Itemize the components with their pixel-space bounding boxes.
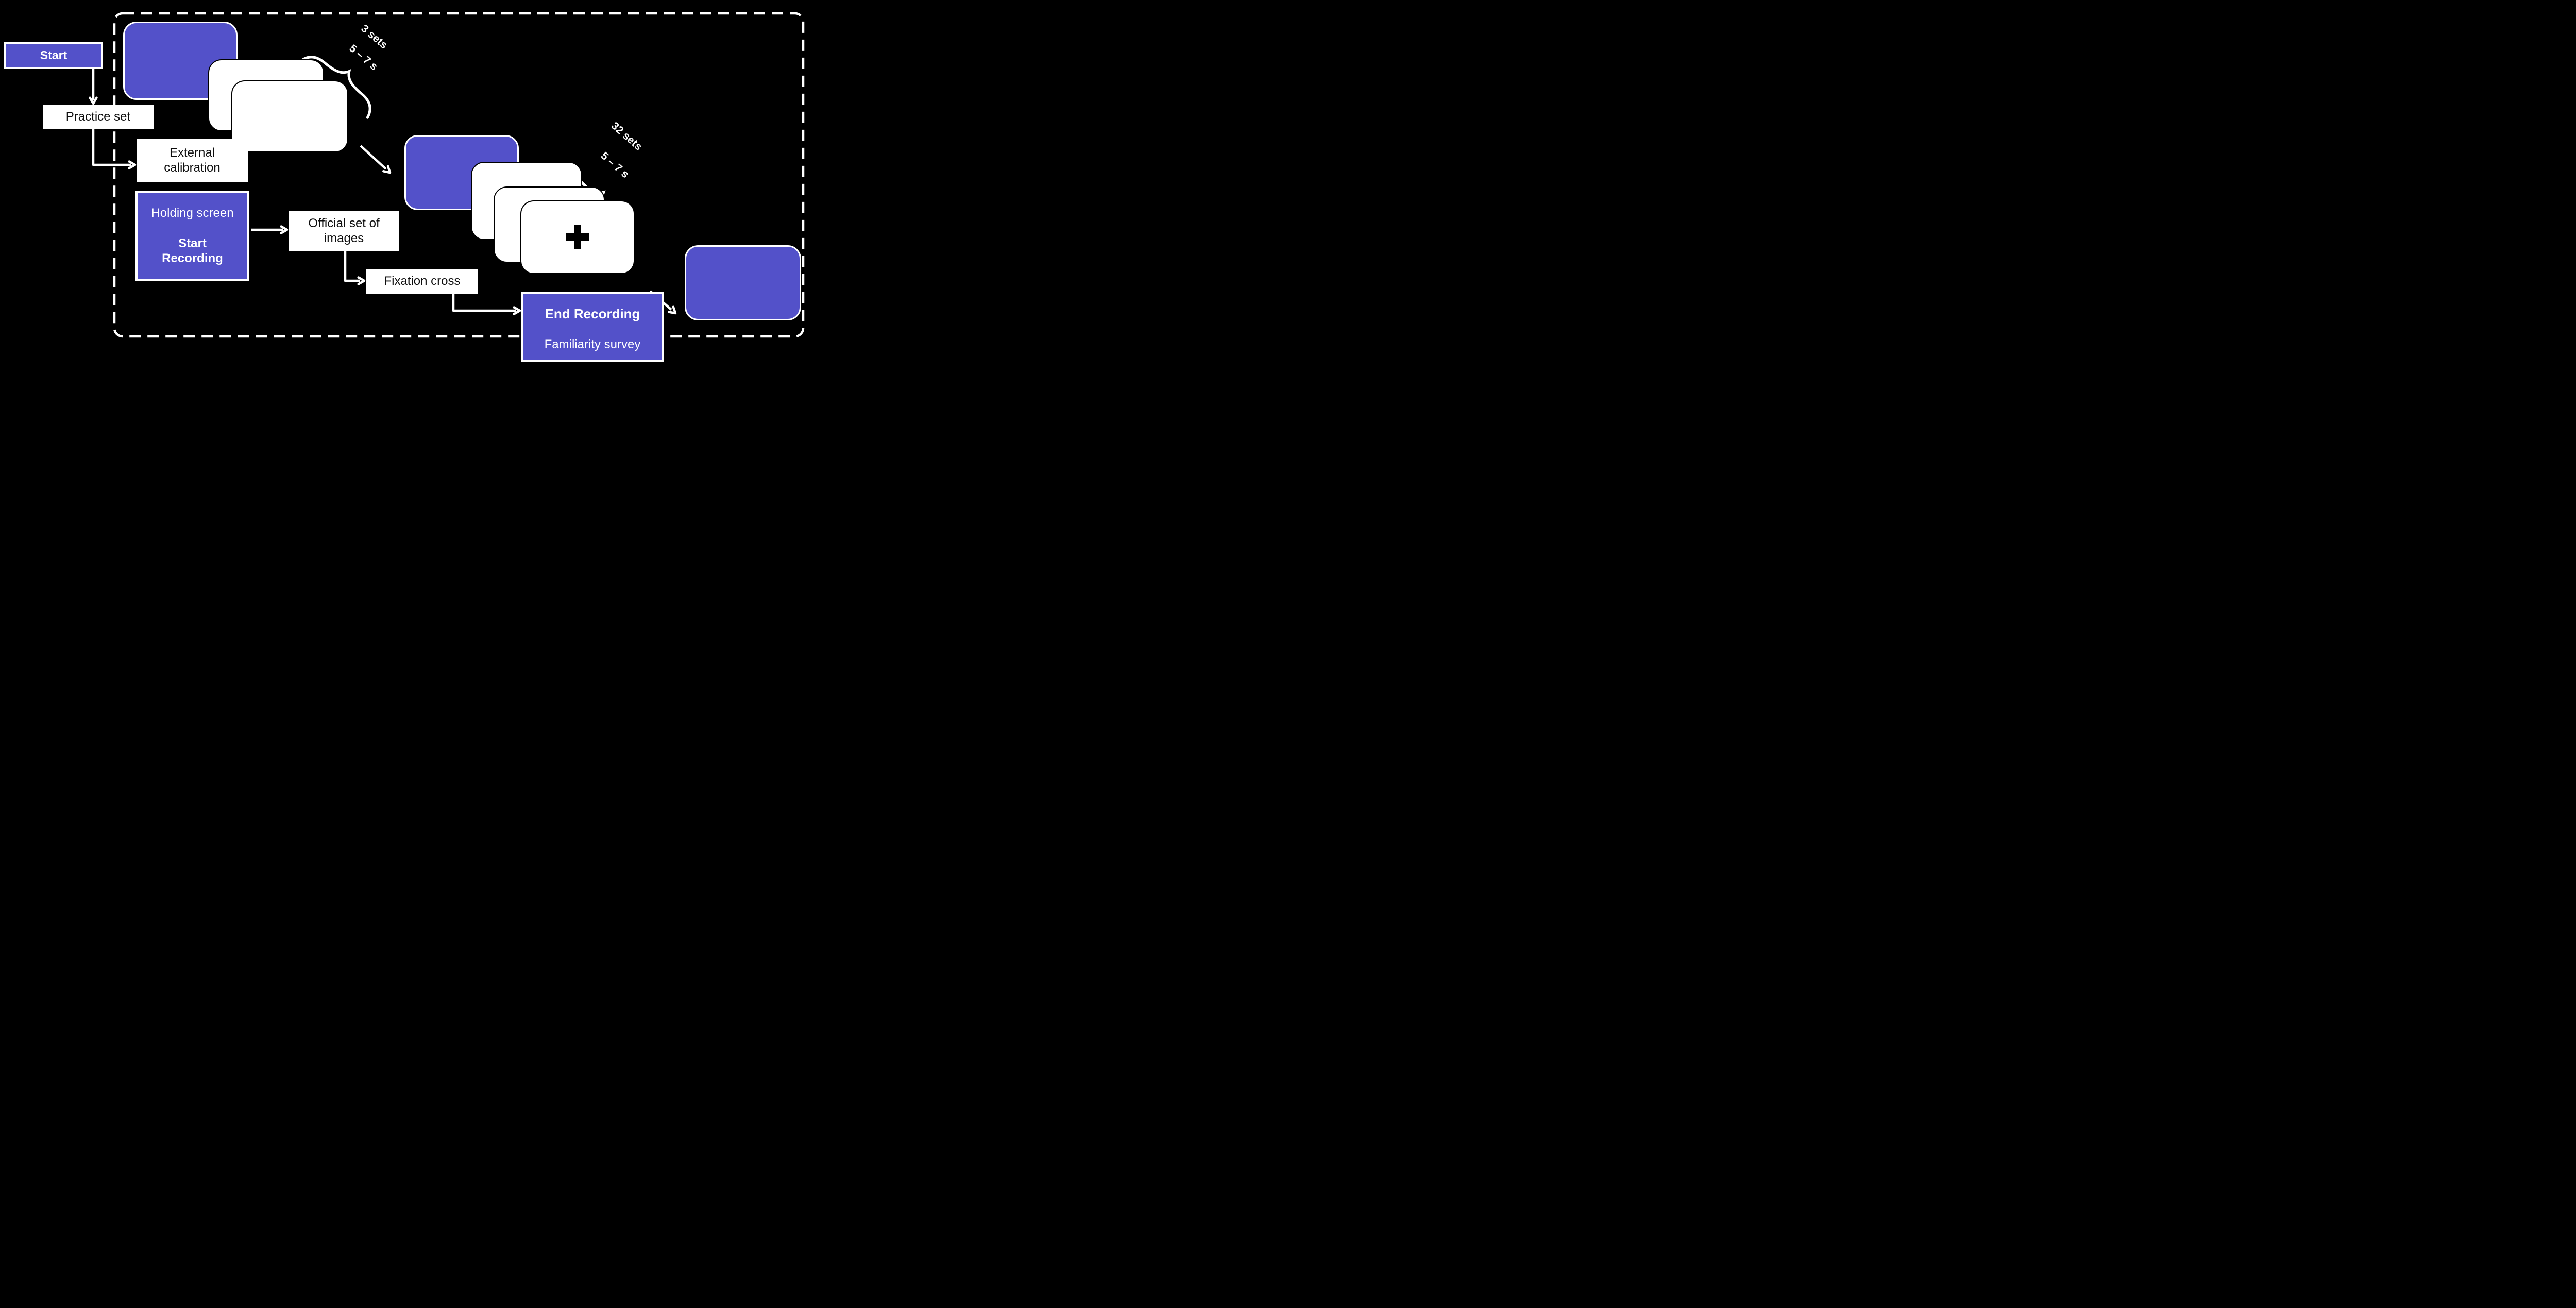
start-recording-label: Start Recording	[162, 236, 223, 265]
official-set-line: images	[324, 231, 364, 245]
result-screen-card-purple	[685, 245, 801, 320]
arrow-practice-to-external	[92, 129, 137, 169]
start-label: Start	[40, 48, 67, 62]
practice-set-label: Practice set	[65, 109, 131, 124]
node-external-calibration: External calibration	[137, 139, 248, 182]
practice-screen-card	[231, 80, 348, 152]
arrow-holding-to-official	[251, 225, 289, 234]
fixation-cross-bar	[574, 225, 581, 249]
node-holding-screen: Holding screen Start Recording	[135, 191, 249, 281]
node-start: Start	[4, 42, 103, 69]
external-calibration-line: External	[169, 146, 215, 160]
familiarity-survey-label: Familiarity survey	[544, 337, 641, 352]
node-fixation-cross: Fixation cross	[366, 269, 478, 294]
experiment-flow-diagram: Start Practice set External calibration …	[0, 0, 808, 367]
node-practice-set: Practice set	[43, 105, 154, 129]
node-official-set-of-images: Official set of images	[289, 211, 399, 251]
holding-screen-label: Holding screen	[151, 206, 234, 220]
arrow-practice-stack-to-official-stack	[360, 145, 392, 174]
fixation-cross-icon	[566, 225, 589, 249]
curly-brace-icon	[299, 56, 371, 119]
fixation-cross-label: Fixation cross	[384, 274, 461, 288]
official-set-line: Official set of	[308, 216, 380, 231]
external-calibration-line: calibration	[164, 161, 221, 175]
arrow-fixation-to-end	[452, 294, 521, 315]
arrow-official-to-fixation	[344, 251, 366, 285]
arrow-start-to-practice	[89, 69, 98, 105]
end-recording-label: End Recording	[545, 306, 640, 321]
experiment-boundary-dashed-border	[113, 12, 805, 338]
node-end-recording: End Recording Familiarity survey	[521, 292, 664, 362]
